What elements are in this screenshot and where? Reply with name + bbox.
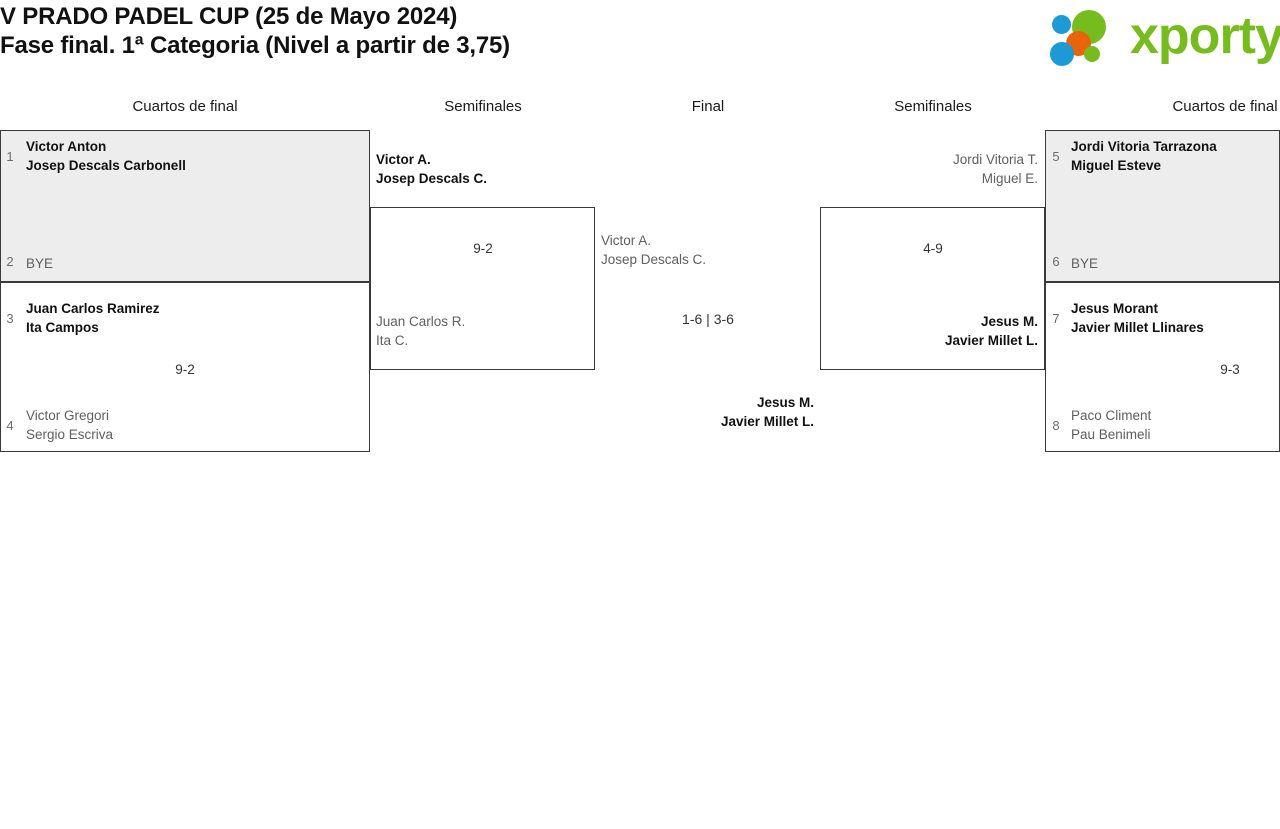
tournament-title-line-2: Fase final. 1ª Categoria (Nivel a partir… [0, 32, 510, 59]
seed-number-3: 3 [6, 311, 14, 326]
page-header: V PRADO PADEL CUP (25 de Mayo 2024) Fase… [0, 0, 1280, 88]
column-header-sf-right: Semifinales [894, 98, 972, 115]
team-qf-right-1-top[interactable]: Jordi Vitoria Tarrazona Miguel Esteve [1071, 139, 1217, 173]
seed-number-4: 4 [6, 418, 14, 433]
team-qf-right-2-top[interactable]: Jesus Morant Javier Millet Llinares [1071, 301, 1204, 335]
match-box-qf-left-1[interactable] [0, 130, 370, 282]
team-sf-left-loser[interactable]: Juan Carlos R. Ita C. [376, 314, 466, 348]
tournament-title-line-1: V PRADO PADEL CUP (25 de Mayo 2024) [0, 3, 458, 30]
seed-number-1: 1 [6, 149, 14, 164]
xporty-logo-dots-icon [1050, 10, 1128, 68]
xporty-logo[interactable]: xporty [1044, 6, 1280, 70]
team-sf-left-winner[interactable]: Victor A. Josep Descals C. [376, 152, 488, 186]
logo-dot-blue-small [1052, 15, 1071, 34]
seed-number-2: 2 [6, 254, 14, 269]
team-sf-right-winner[interactable]: Jesus M. Javier Millet L. [944, 314, 1038, 348]
team-qf-left-2-bottom[interactable]: Victor Gregori Sergio Escriva [26, 408, 114, 442]
team-qf-left-1-bottom[interactable]: BYE [26, 256, 54, 271]
column-header-sf-left: Semifinales [444, 98, 522, 115]
seed-number-5: 5 [1052, 149, 1060, 164]
team-qf-right-2-bottom[interactable]: Paco Climent Pau Benimeli [1071, 408, 1152, 442]
team-qf-left-2-top[interactable]: Juan Carlos Ramirez Ita Campos [26, 301, 160, 335]
column-header-qf-left: Cuartos de final [132, 98, 238, 115]
team-final-left[interactable]: Victor A. Josep Descals C. [601, 233, 707, 267]
seed-number-8: 8 [1052, 418, 1060, 433]
seed-number-7: 7 [1052, 311, 1060, 326]
tournament-title-block: V PRADO PADEL CUP (25 de Mayo 2024) Fase… [0, 2, 900, 60]
score-sf-right: 4-9 [923, 241, 943, 256]
column-header-qf-right: Cuartos de final [1172, 98, 1278, 115]
score-qf-right-2: 9-3 [1220, 362, 1240, 377]
match-box-qf-left-2[interactable] [0, 282, 370, 452]
score-qf-left-2: 9-2 [175, 362, 195, 377]
score-sf-left: 9-2 [473, 241, 493, 256]
team-final-right[interactable]: Jesus M. Javier Millet L. [720, 395, 814, 429]
logo-dot-green-small [1084, 46, 1100, 62]
team-qf-right-1-bottom[interactable]: BYE [1071, 256, 1099, 271]
seed-number-6: 6 [1052, 254, 1060, 269]
team-qf-left-1-top[interactable]: Victor Anton Josep Descals Carbonell [26, 139, 186, 173]
match-box-sf-left[interactable] [370, 207, 595, 370]
xporty-logo-wordmark: xporty [1130, 7, 1280, 65]
score-final: 1-6 | 3-6 [682, 311, 734, 327]
column-header-final: Final [691, 98, 725, 115]
tournament-bracket: Cuartos de final Semifinales Final Semif… [0, 88, 1280, 488]
logo-dot-blue-large [1050, 42, 1074, 66]
match-box-sf-right[interactable] [820, 207, 1045, 370]
team-sf-right-loser[interactable]: Jordi Vitoria T. Miguel E. [952, 152, 1038, 186]
match-box-qf-right-2[interactable] [1045, 282, 1280, 452]
match-box-qf-right-1[interactable] [1045, 130, 1280, 282]
